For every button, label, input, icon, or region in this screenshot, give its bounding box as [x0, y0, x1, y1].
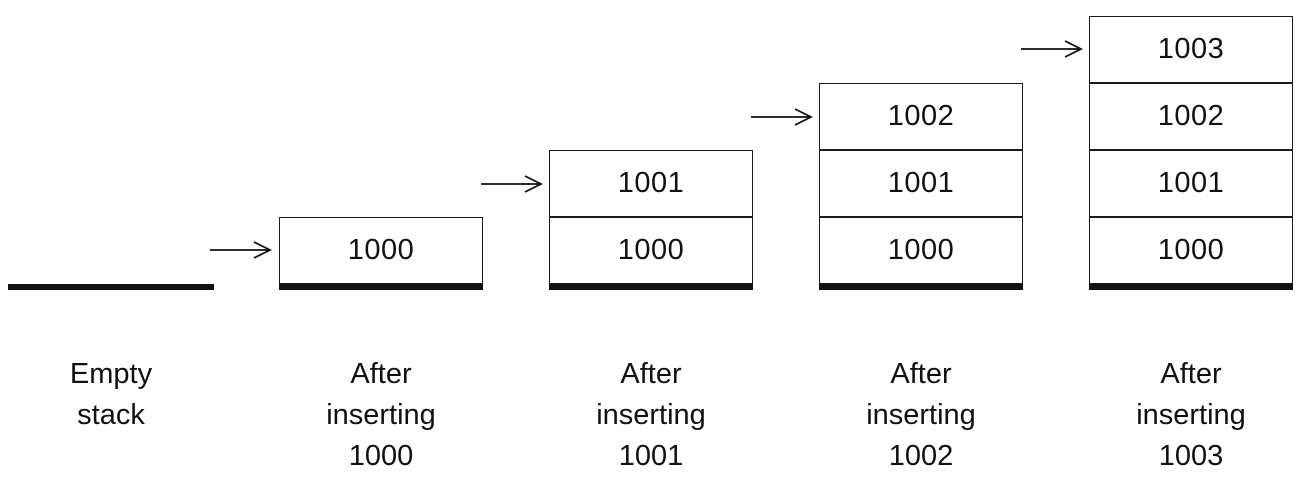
stage-caption: After inserting 1003: [1081, 354, 1301, 477]
stack-cell: 1000: [819, 217, 1023, 284]
caption-line: After: [620, 358, 682, 390]
caption-line: After: [1160, 358, 1222, 390]
stage-caption: After inserting 1001: [541, 354, 761, 477]
stack-base-line: [819, 284, 1023, 290]
stack-cell: 1003: [1089, 16, 1293, 83]
stack-empty: [8, 0, 214, 494]
stack-cell: 1001: [819, 150, 1023, 217]
stack-cell: 1001: [1089, 150, 1293, 217]
caption-line: stack: [77, 399, 145, 431]
caption-line: After: [350, 358, 412, 390]
caption-line: 1000: [348, 440, 414, 472]
stack-stage-3: 1002 1001 1000: [819, 0, 1023, 494]
stack-cell: 1000: [279, 217, 483, 284]
caption-line: inserting: [1136, 399, 1246, 431]
caption-line: 1001: [618, 440, 684, 472]
stack-stage-4: 1003 1002 1001 1000: [1089, 0, 1293, 494]
stack-stage-1: 1000: [279, 0, 483, 494]
stack-cell: 1001: [549, 150, 753, 217]
caption-line: 1002: [888, 440, 954, 472]
caption-line: After: [890, 358, 952, 390]
top-pointer-arrow-icon: [481, 175, 543, 193]
stack-stage-2: 1001 1000: [549, 0, 753, 494]
stage-caption: After inserting 1002: [811, 354, 1031, 477]
stack-base-line: [549, 284, 753, 290]
top-pointer-arrow-icon: [1021, 40, 1083, 58]
caption-line: inserting: [866, 399, 976, 431]
stack-cell: 1002: [1089, 83, 1293, 150]
top-pointer-arrow-icon: [210, 241, 272, 259]
caption-line: inserting: [596, 399, 706, 431]
stack-base-line: [8, 284, 214, 290]
stack-cell: 1000: [1089, 217, 1293, 284]
top-pointer-arrow-icon: [751, 108, 813, 126]
stack-cell: 1002: [819, 83, 1023, 150]
caption-line: 1003: [1158, 440, 1224, 472]
caption-line: inserting: [326, 399, 436, 431]
stack-base-line: [279, 284, 483, 290]
caption-line: Empty: [69, 358, 153, 390]
stack-base-line: [1089, 284, 1293, 290]
stage-caption: Empty stack: [1, 354, 221, 436]
stage-caption: After inserting 1000: [271, 354, 491, 477]
stack-cell: 1000: [549, 217, 753, 284]
